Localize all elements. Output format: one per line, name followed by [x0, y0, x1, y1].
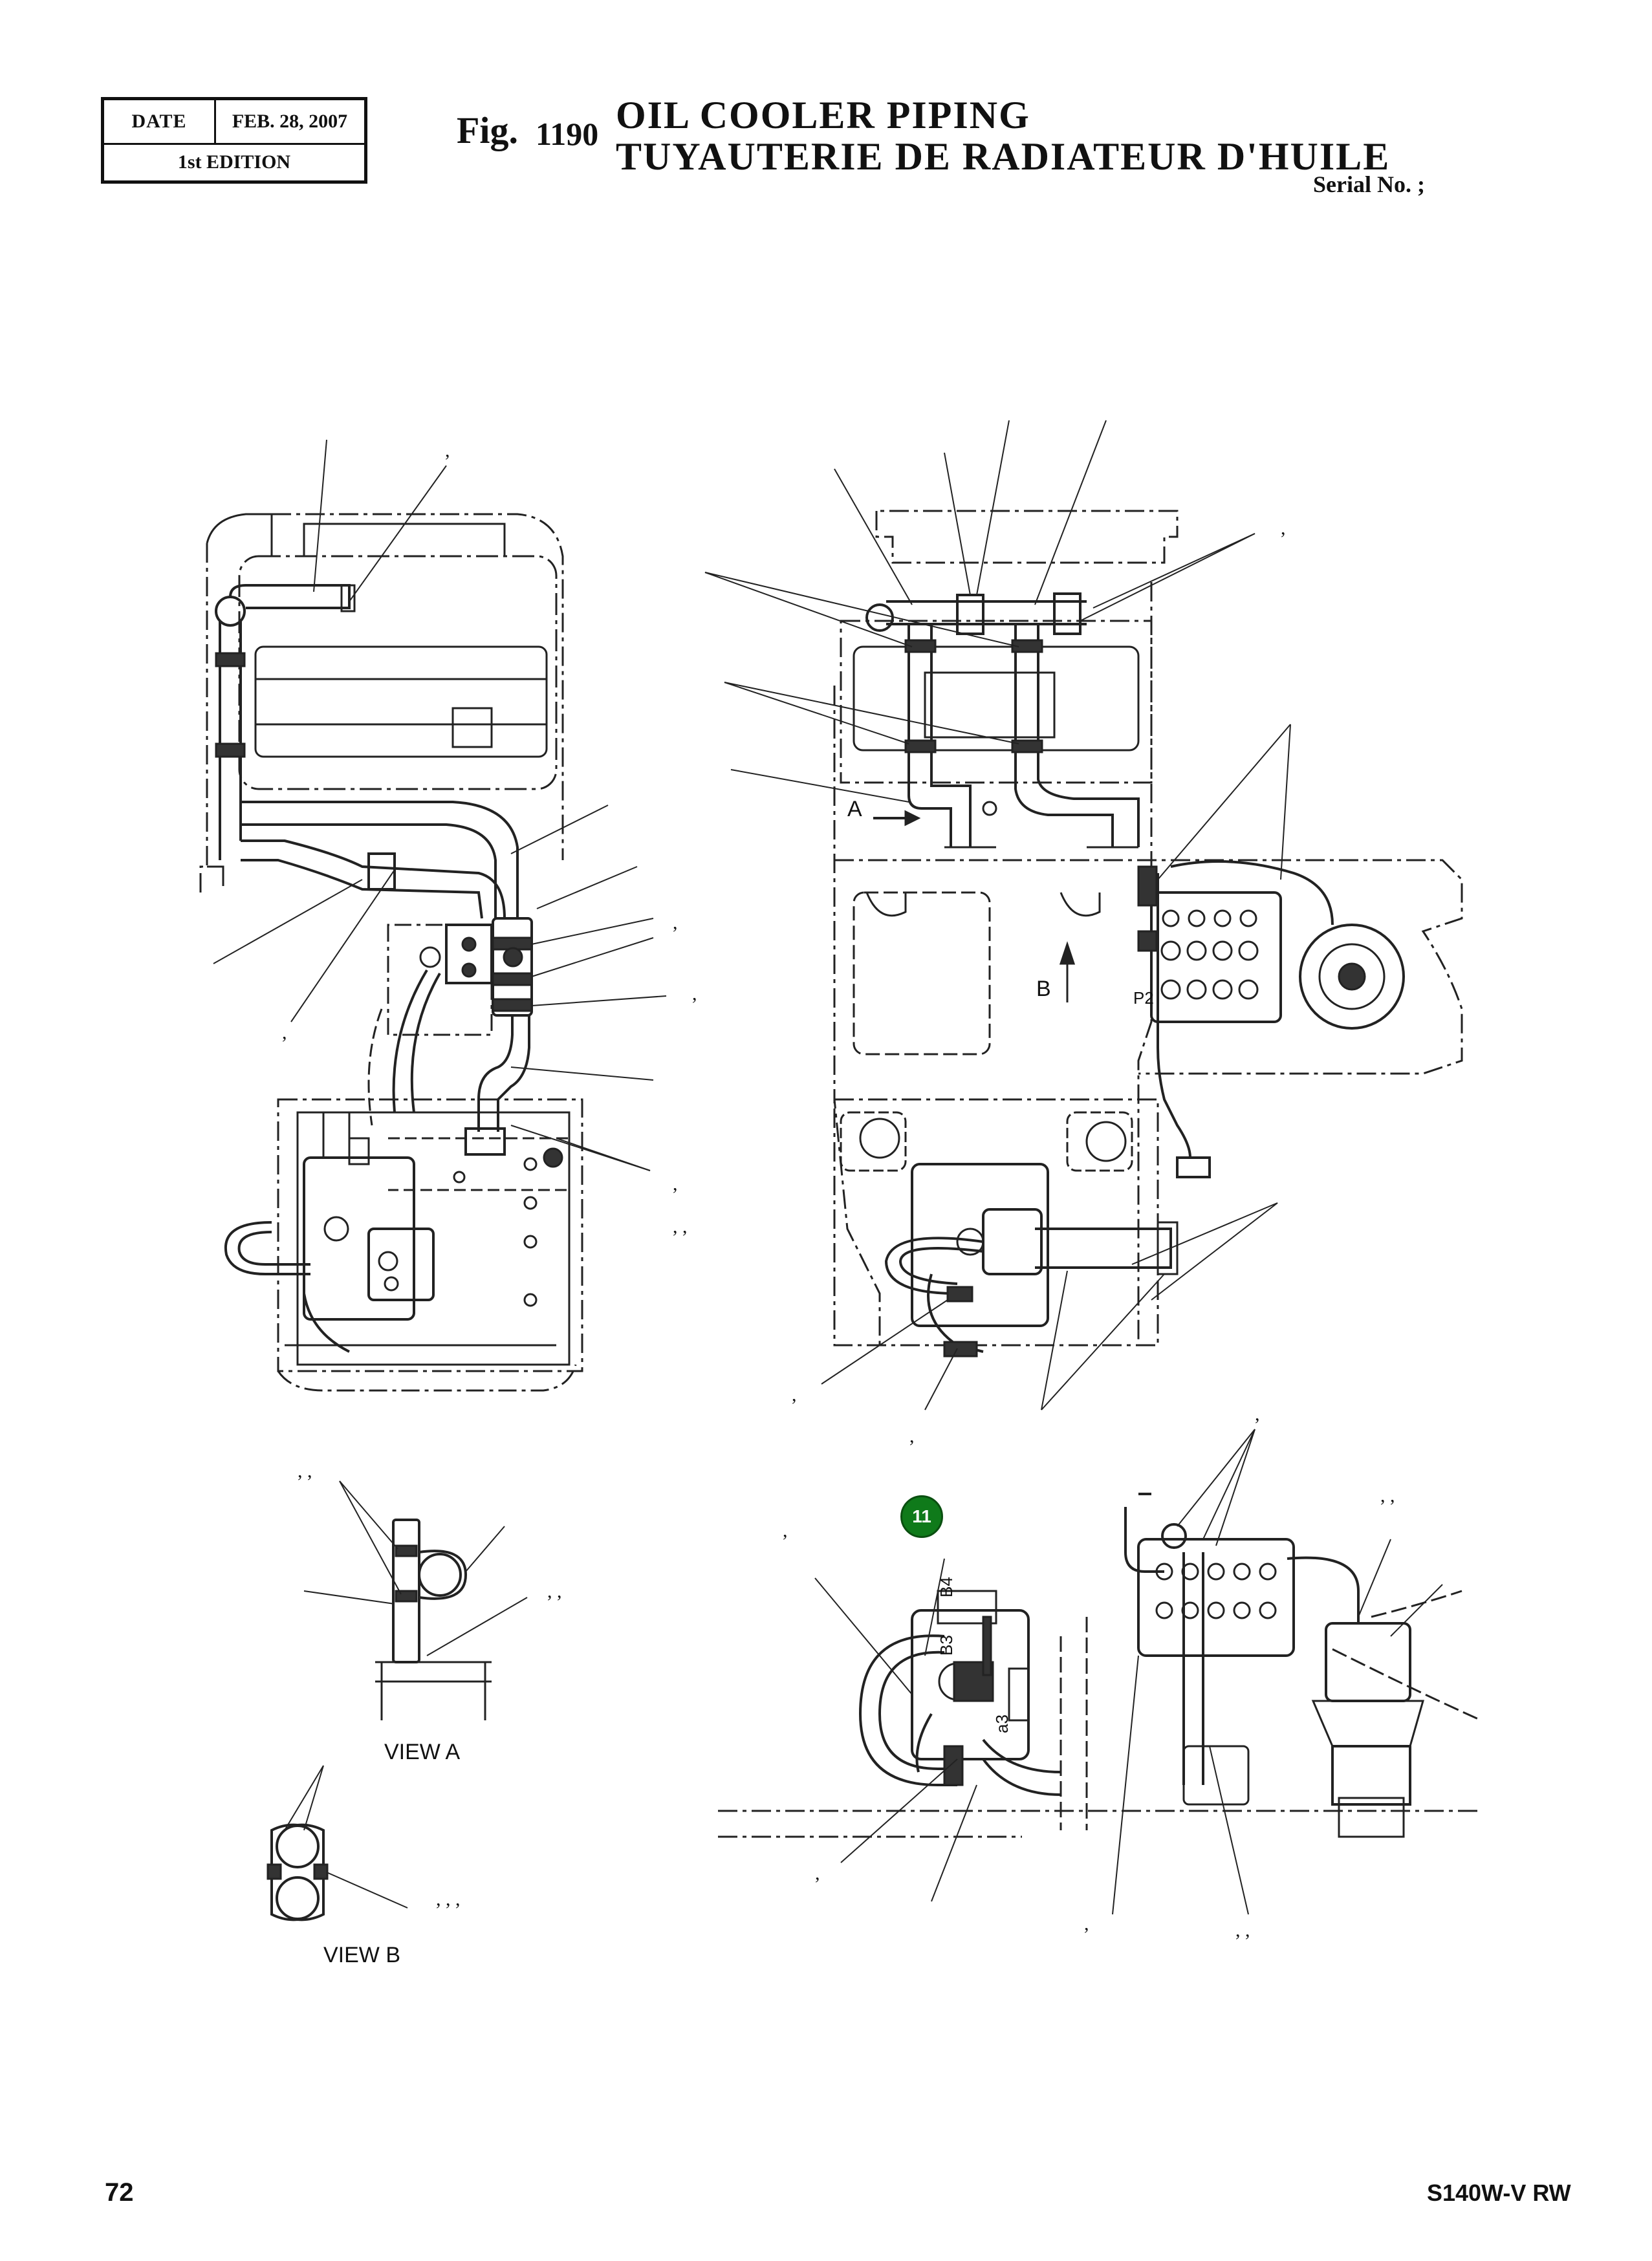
page-number: 72 [105, 2178, 134, 2207]
leader-mark: , , [1380, 1485, 1395, 1506]
leader-mark: , [692, 983, 697, 1004]
port-a3-label: a3 [992, 1715, 1012, 1733]
leader-mark: , , [298, 1460, 312, 1482]
leader-mark: , [815, 1863, 820, 1884]
arrow-a-label: A [847, 797, 862, 821]
model-name: S140W-V RW [1427, 2180, 1571, 2206]
leader-mark: , [673, 912, 678, 933]
view-b-drawing [266, 1765, 408, 1921]
figure-number: 1190 [536, 116, 599, 152]
title-english: OIL COOLER PIPING [616, 94, 1030, 136]
serial-number: Serial No. ; [1313, 171, 1425, 197]
callout-badge-11[interactable]: 11 [900, 1495, 943, 1538]
view-a-title: VIEW A [384, 1740, 461, 1764]
bottom-right-side-view [718, 1493, 1482, 1838]
port-b4-label: B4 [937, 1577, 956, 1597]
port-b3-label: B3 [937, 1635, 956, 1656]
date-value: FEB. 28, 2007 [232, 111, 348, 132]
leader-mark: , [1281, 517, 1286, 539]
leader-mark: , , [1235, 1920, 1250, 1941]
leader-mark: , [792, 1384, 797, 1405]
view-a-drawing [303, 1480, 528, 1720]
left-radiator-assembly [199, 513, 583, 1392]
right-top-leaders [704, 420, 1291, 1411]
title-french: TUYAUTERIE DE RADIATEUR D'HUILE [616, 135, 1391, 178]
leader-mark: , , [547, 1581, 562, 1602]
edition-label: 1st EDITION [177, 151, 291, 173]
figure-prefix: Fig. [457, 109, 519, 151]
leader-mark: , [909, 1425, 915, 1447]
leader-mark: , , , [436, 1888, 461, 1910]
leader-mark: , , [673, 1216, 688, 1237]
bottom-right-leaders [814, 1429, 1443, 1915]
leader-mark: , [282, 1022, 287, 1043]
leader-mark: , [783, 1520, 788, 1541]
arrow-b-label: B [1036, 977, 1051, 1001]
leader-mark: , [445, 440, 450, 461]
right-top-assembly [833, 510, 1463, 1358]
date-edition-box: DATE FEB. 28, 2007 1st EDITION [101, 97, 367, 184]
left-top-leaders [213, 439, 667, 1171]
leader-mark: , [1255, 1403, 1260, 1425]
port-p2-label: P2 [1133, 988, 1154, 1008]
leader-mark: , [673, 1173, 678, 1195]
date-label: DATE [104, 100, 216, 143]
leader-mark: , [1084, 1913, 1089, 1934]
view-b-title: VIEW B [323, 1943, 401, 1967]
